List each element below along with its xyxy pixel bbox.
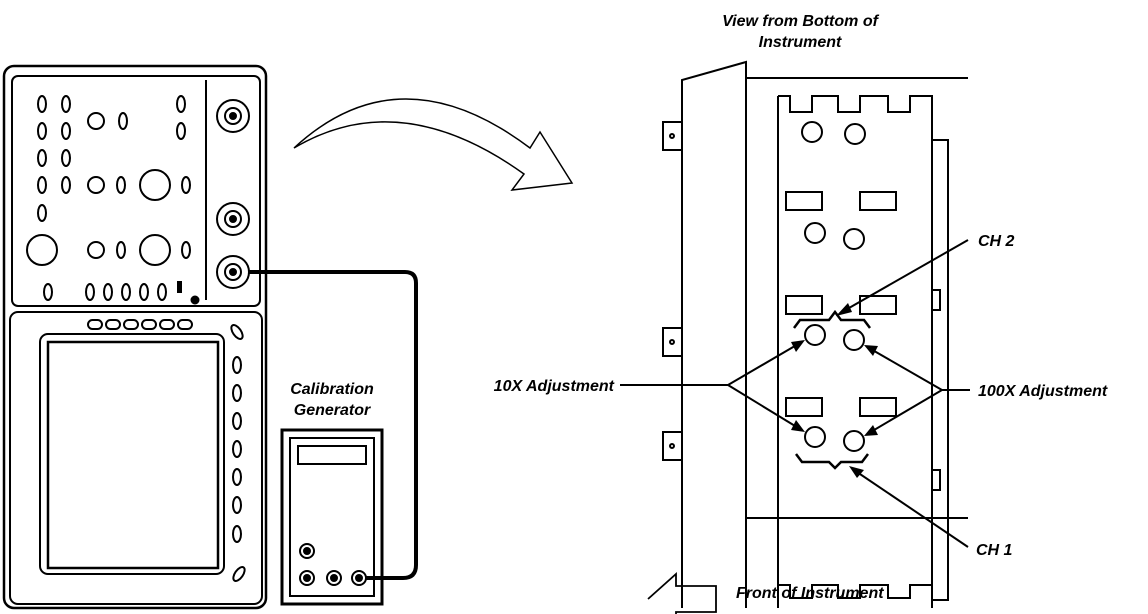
front-label: Front of Instrument — [736, 585, 884, 602]
ch1-10x-pot — [804, 426, 826, 448]
test-cable — [248, 270, 418, 580]
calibration-label-line2: Generator — [294, 402, 371, 419]
view-label-line1: View from Bottom of — [722, 13, 880, 30]
arrowheads — [791, 303, 878, 478]
ch1-100x-pot — [843, 430, 865, 452]
bnc-connectors — [216, 99, 250, 289]
calibration-generator — [280, 428, 384, 606]
adj-100x-label: 100X Adjustment — [978, 383, 1108, 400]
scope-screen — [39, 319, 246, 582]
oscilloscope — [2, 64, 268, 610]
calibration-label-line1: Calibration — [290, 381, 374, 398]
leader-lines — [620, 239, 970, 548]
adj-10x-label: 10X Adjustment — [494, 378, 615, 395]
curved-arrow — [293, 98, 574, 191]
ch2-100x-pot — [843, 329, 865, 351]
ch2-label: CH 2 — [978, 233, 1015, 250]
view-label-line2: Instrument — [759, 34, 842, 51]
ch1-label: CH 1 — [976, 542, 1013, 559]
control-knobs — [26, 95, 200, 305]
front-arrow — [647, 571, 717, 614]
instrument-bottom-view — [662, 60, 968, 608]
ch2-10x-pot — [804, 324, 826, 346]
